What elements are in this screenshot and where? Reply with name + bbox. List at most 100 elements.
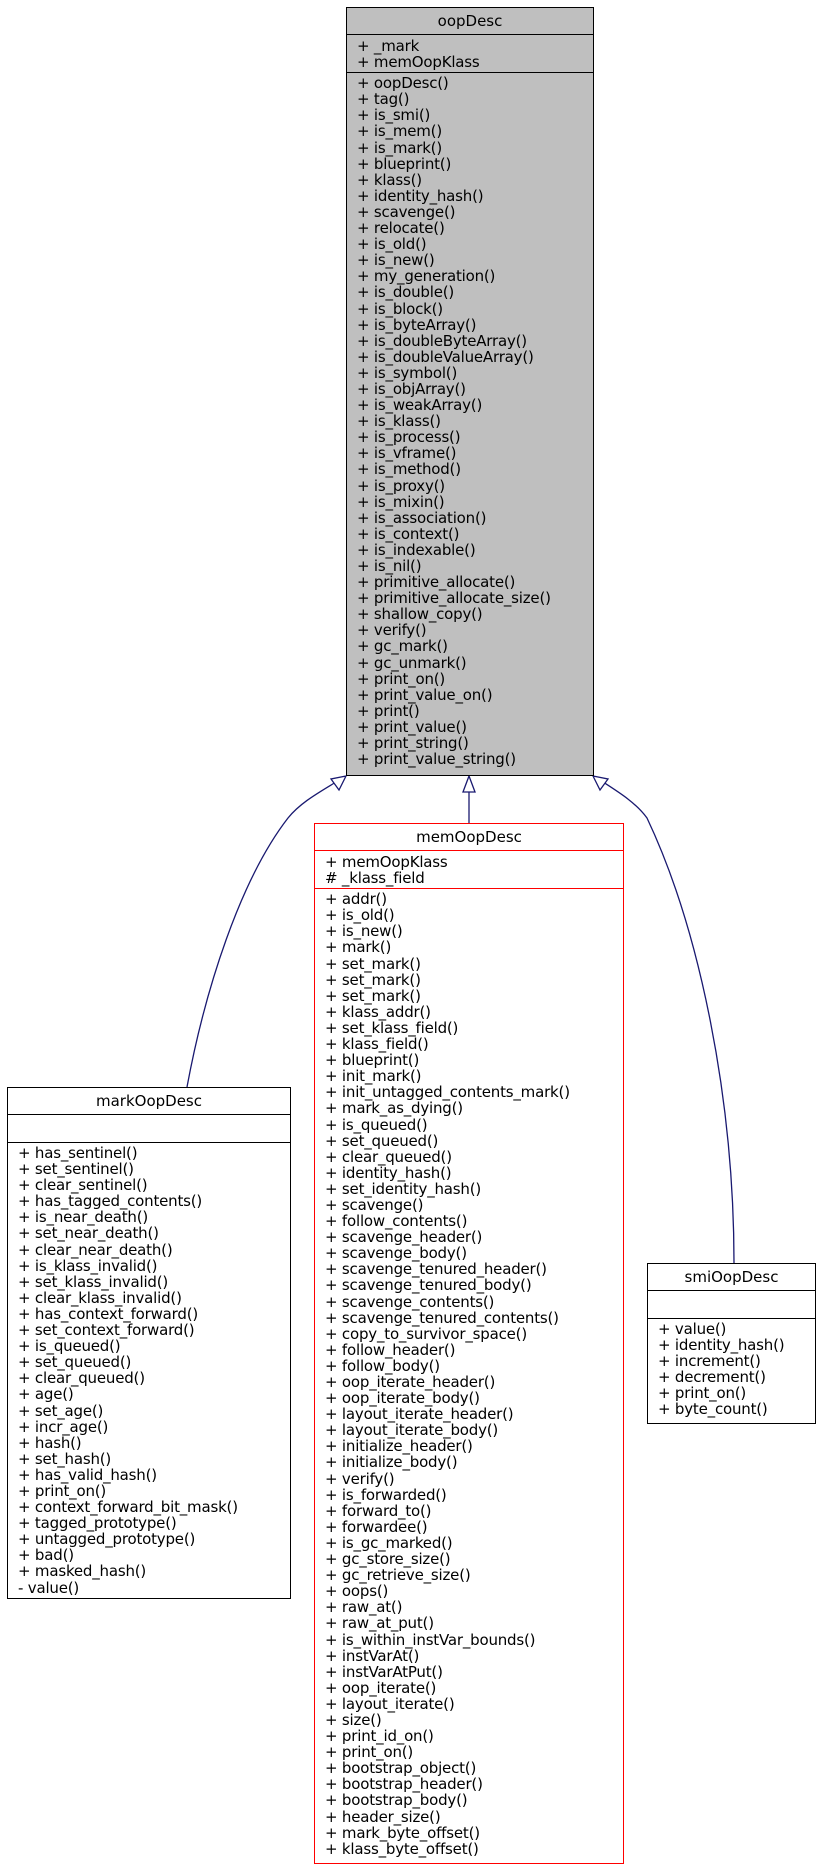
method-item: + has_valid_hash() xyxy=(18,1465,157,1484)
class-name: oopDesc xyxy=(347,8,593,35)
method-item: + clear_sentinel() xyxy=(18,1176,148,1195)
method-item: + verify() xyxy=(325,1469,395,1488)
method-item: + oop_iterate() xyxy=(325,1678,437,1697)
method-item: + forwardee() xyxy=(325,1517,428,1536)
attribute-list xyxy=(648,1291,815,1319)
method-item: + set_context_forward() xyxy=(18,1321,195,1340)
method-item: + has_tagged_contents() xyxy=(18,1192,203,1211)
method-item: + is_doubleValueArray() xyxy=(357,347,534,366)
class-name: markOopDesc xyxy=(8,1088,290,1115)
method-item: + follow_contents() xyxy=(325,1212,468,1231)
method-item: + gc_store_size() xyxy=(325,1550,451,1569)
method-item: + print_value_on() xyxy=(357,685,493,704)
method-item: + untagged_prototype() xyxy=(18,1530,196,1549)
method-item: + set_queued() xyxy=(18,1353,132,1372)
method-item: + is_gc_marked() xyxy=(325,1533,453,1552)
method-item: + is_within_instVar_bounds() xyxy=(325,1630,536,1649)
attribute-list xyxy=(8,1115,290,1143)
method-item: + is_new() xyxy=(357,251,435,270)
method-item: - value() xyxy=(18,1578,80,1597)
method-item: + oopDesc() xyxy=(357,74,449,93)
method-item: + is_mem() xyxy=(357,122,442,141)
method-item: + byte_count() xyxy=(658,1400,768,1419)
method-item: + klass_byte_offset() xyxy=(325,1839,479,1858)
method-item: + is_near_death() xyxy=(18,1208,149,1227)
method-item: + print_string() xyxy=(357,734,469,753)
class-box-oopDesc[interactable]: oopDesc + _mark+ memOopKlass + oopDesc()… xyxy=(346,7,594,776)
method-item: + is_indexable() xyxy=(357,540,476,559)
class-name: memOopDesc xyxy=(315,824,623,851)
method-item: + init_untagged_contents_mark() xyxy=(325,1083,570,1102)
method-item: + is_vframe() xyxy=(357,444,457,463)
method-item: + is_new() xyxy=(325,922,403,941)
method-item: + value() xyxy=(658,1320,727,1338)
attribute-item: # _klass_field xyxy=(325,869,425,888)
method-list: + oopDesc()+ tag()+ is_smi()+ is_mem()+ … xyxy=(347,73,593,769)
method-item: + bootstrap_object() xyxy=(325,1759,477,1778)
method-item: + layout_iterate_body() xyxy=(325,1421,499,1440)
method-item: + forward_to() xyxy=(325,1501,432,1520)
class-box-smiOopDesc[interactable]: smiOopDesc + value()+ identity_hash()+ i… xyxy=(647,1263,816,1424)
method-item: + gc_retrieve_size() xyxy=(325,1566,471,1585)
method-item: + clear_klass_invalid() xyxy=(18,1288,182,1307)
method-item: + klass() xyxy=(357,170,422,189)
method-item: + gc_mark() xyxy=(357,637,448,656)
method-item: + is_context() xyxy=(357,524,460,543)
method-item: + follow_header() xyxy=(325,1340,456,1359)
method-item: + increment() xyxy=(658,1352,761,1371)
method-item: + print_on() xyxy=(325,1743,414,1762)
method-item: + is_process() xyxy=(357,428,461,447)
method-item: + has_sentinel() xyxy=(18,1144,138,1162)
method-item: + mark() xyxy=(325,938,392,957)
method-item: + set_identity_hash() xyxy=(325,1179,482,1198)
method-item: + initialize_body() xyxy=(325,1453,458,1472)
method-item: + scavenge_tenured_header() xyxy=(325,1260,547,1279)
method-item: + is_association() xyxy=(357,508,487,527)
method-item: + is_proxy() xyxy=(357,476,445,495)
method-item: + set_klass_field() xyxy=(325,1018,459,1037)
method-item: + relocate() xyxy=(357,219,445,238)
method-item: + clear_near_death() xyxy=(18,1240,173,1259)
method-item: + is_mixin() xyxy=(357,492,445,511)
method-item: + is_queued() xyxy=(325,1115,428,1134)
attribute-item: + memOopKlass xyxy=(357,53,480,72)
method-item: + is_block() xyxy=(357,299,443,318)
method-item: + is_weakArray() xyxy=(357,396,483,415)
method-item: + clear_queued() xyxy=(325,1147,452,1166)
edge-smiOopDesc-to-oopDesc xyxy=(602,781,735,1264)
method-item: + print_value_string() xyxy=(357,750,516,769)
class-name: smiOopDesc xyxy=(648,1264,815,1291)
method-item: + is_double() xyxy=(357,283,455,302)
method-item: + gc_unmark() xyxy=(357,653,467,672)
method-item: + scavenge_tenured_body() xyxy=(325,1276,532,1295)
method-item: + decrement() xyxy=(658,1368,766,1387)
method-item: + identity_hash() xyxy=(357,186,484,205)
method-item: + primitive_allocate_size() xyxy=(357,589,551,608)
method-item: + blueprint() xyxy=(325,1051,420,1070)
method-list: + value()+ identity_hash()+ increment()+… xyxy=(648,1319,815,1420)
method-item: + initialize_header() xyxy=(325,1437,473,1456)
method-item: + addr() xyxy=(325,890,387,909)
method-item: + is_forwarded() xyxy=(325,1485,447,1504)
method-list: + addr()+ is_old()+ is_new()+ mark()+ se… xyxy=(315,889,623,1859)
method-item: + set_near_death() xyxy=(18,1224,159,1243)
class-box-memOopDesc[interactable]: memOopDesc + memOopKlass# _klass_field +… xyxy=(314,823,624,1864)
method-item: + copy_to_survivor_space() xyxy=(325,1324,527,1343)
method-item: + print_value() xyxy=(357,717,467,736)
method-list: + has_sentinel()+ set_sentinel()+ clear_… xyxy=(8,1143,290,1598)
method-item: + print_on() xyxy=(18,1481,107,1500)
method-item: + klass_addr() xyxy=(325,1002,431,1021)
inheritance-arrowhead-icon xyxy=(329,775,348,792)
method-item: + identity_hash() xyxy=(325,1163,452,1182)
attribute-item: + memOopKlass xyxy=(325,853,448,871)
method-item: + is_klass_invalid() xyxy=(18,1256,158,1275)
method-item: + is_method() xyxy=(357,460,461,479)
class-box-markOopDesc[interactable]: markOopDesc + has_sentinel()+ set_sentin… xyxy=(7,1087,291,1599)
method-item: + print_on() xyxy=(357,669,446,688)
method-item: + my_generation() xyxy=(357,267,496,286)
method-item: + layout_iterate() xyxy=(325,1694,455,1713)
method-item: + print() xyxy=(357,701,420,720)
method-item: + is_byteArray() xyxy=(357,315,477,334)
method-item: + bootstrap_body() xyxy=(325,1791,468,1810)
